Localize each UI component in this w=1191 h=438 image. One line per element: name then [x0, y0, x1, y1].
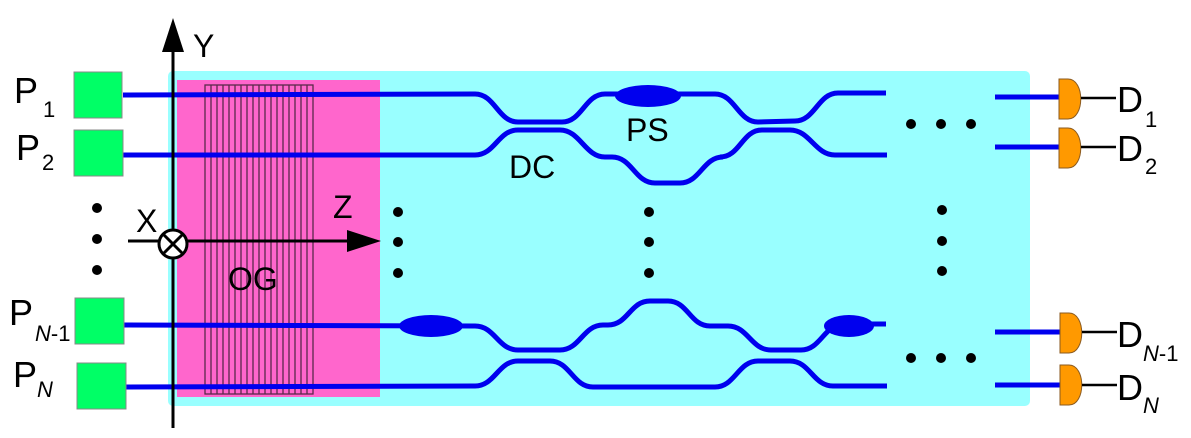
ellipsis-dots: [92, 119, 976, 363]
detector-dn: [1059, 364, 1083, 406]
phase-shifter-label: PS: [626, 112, 669, 148]
detector-d1: [1058, 78, 1082, 120]
svg-text:N: N: [1143, 393, 1159, 418]
svg-text:N-1: N-1: [1143, 341, 1178, 366]
grating-label: OG: [228, 261, 278, 297]
phase-shifter-bottom-left: [399, 315, 463, 337]
svg-text:P: P: [14, 70, 38, 111]
detectors: [1058, 78, 1083, 406]
x-axis-label: X: [136, 203, 157, 239]
directional-coupler-label: DC: [509, 149, 555, 185]
detector-label-d1: D 1: [1117, 79, 1157, 132]
detector-dn-1: [1059, 312, 1083, 354]
detector-label-dn-1: D N-1: [1117, 314, 1178, 366]
waveguides-bottom: [122, 298, 887, 390]
phase-shifter-top: [615, 85, 681, 107]
detector-label-d2: D 2: [1117, 128, 1157, 179]
z-axis-arrowhead: [347, 230, 381, 252]
source-p2: [73, 129, 124, 177]
source-label-pn-1: P N-1: [9, 292, 70, 346]
svg-text:P: P: [16, 127, 40, 168]
source-label-p2: P 2: [16, 127, 54, 175]
source-label-p1: P 1: [14, 70, 55, 122]
coordinate-axes: [128, 18, 381, 428]
phase-shifter-bottom-right: [824, 315, 874, 337]
svg-text:P: P: [13, 354, 37, 395]
source-label-pn: P N: [13, 354, 53, 402]
z-axis-label: Z: [333, 189, 353, 225]
svg-text:2: 2: [42, 150, 54, 175]
output-waveguides: [995, 94, 1060, 388]
source-p1: [73, 71, 123, 119]
svg-text:N: N: [37, 377, 53, 402]
detector-label-dn: D N: [1117, 367, 1159, 418]
source-pn-1: [74, 297, 125, 345]
y-axis-arrowhead: [162, 18, 184, 52]
svg-text:2: 2: [1145, 154, 1157, 179]
svg-text:N-1: N-1: [35, 321, 70, 346]
sources: [73, 71, 127, 410]
detector-leads: [1081, 96, 1117, 387]
svg-text:P: P: [9, 292, 33, 333]
svg-text:D: D: [1117, 128, 1143, 169]
svg-text:D: D: [1117, 314, 1143, 355]
svg-text:D: D: [1117, 79, 1143, 120]
svg-text:D: D: [1117, 367, 1143, 408]
y-axis-label: Y: [193, 28, 214, 64]
svg-text:1: 1: [43, 97, 55, 122]
detector-d2: [1058, 127, 1082, 169]
svg-text:1: 1: [1145, 107, 1157, 132]
source-pn: [76, 362, 127, 410]
